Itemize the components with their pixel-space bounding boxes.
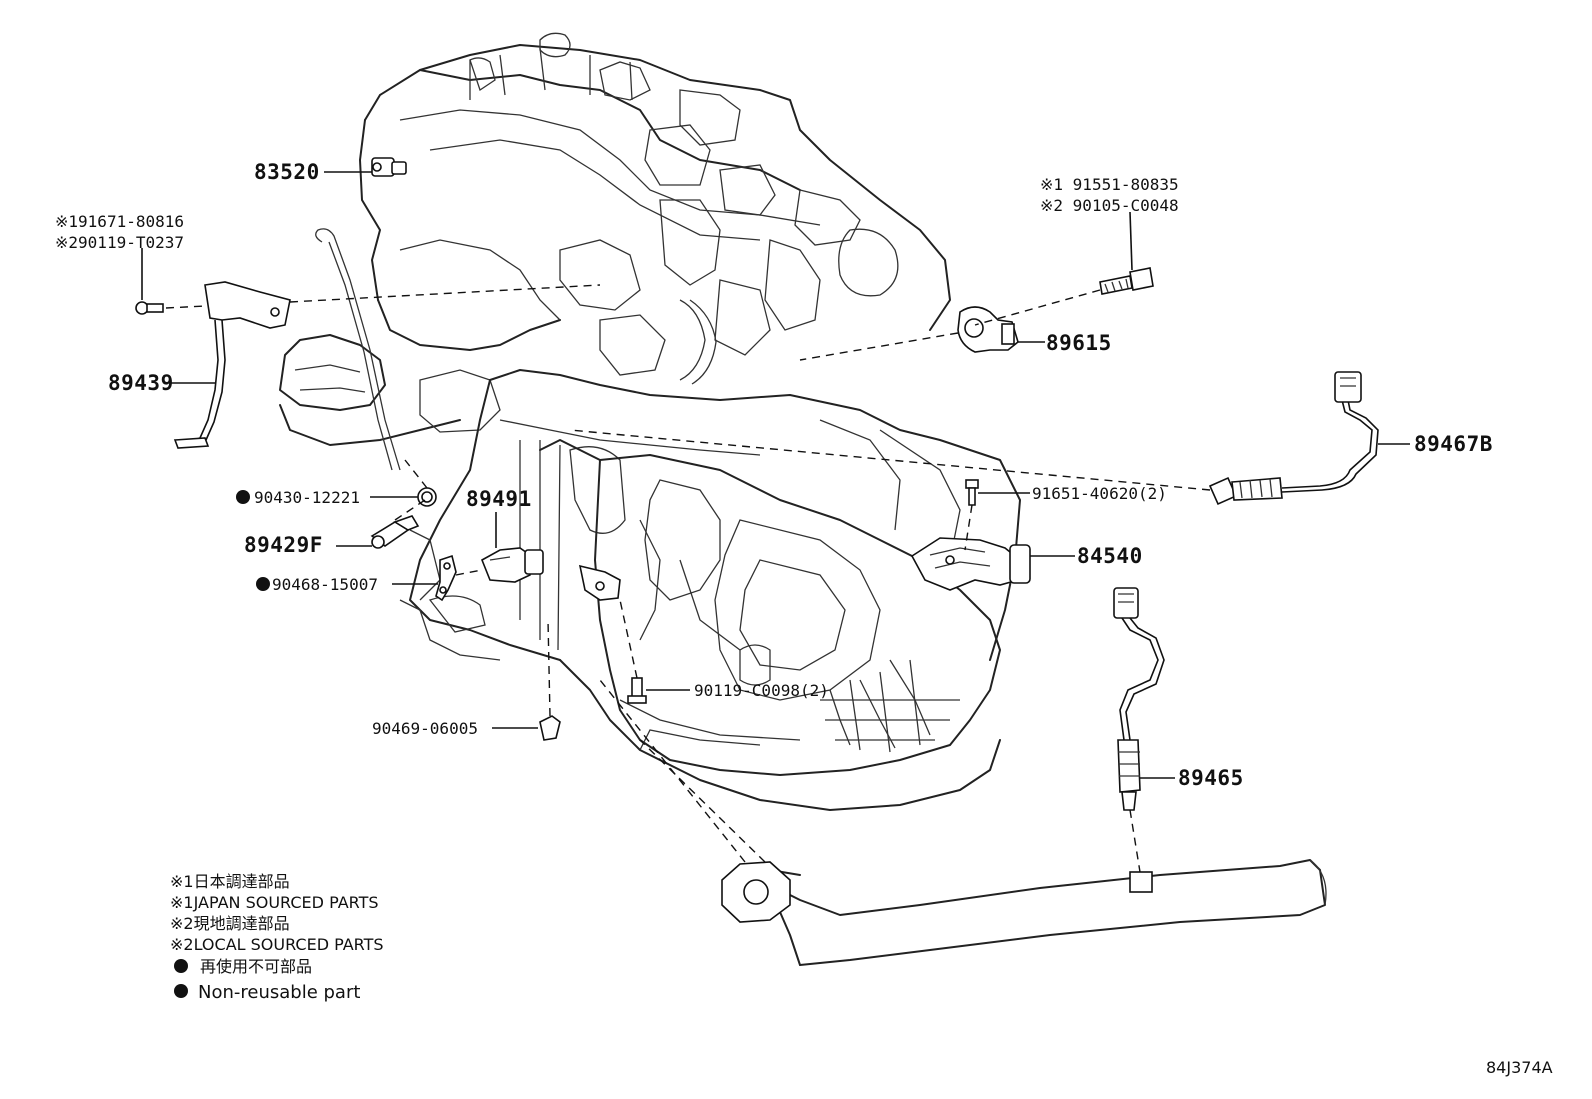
temperature-sensor-shape: [370, 515, 420, 549]
label-83520: 83520: [254, 160, 320, 184]
oxygen-sensor-upper-shape: [1208, 371, 1379, 506]
bracket-shape: [135, 281, 291, 449]
legend-line-3: ※2現地調達部品: [170, 914, 290, 933]
legend-line-2: ※1JAPAN SOURCED PARTS: [170, 893, 379, 912]
legend-line-1: ※1日本調達部品: [170, 872, 290, 891]
oxygen-sensor-lower-shape: [1113, 587, 1165, 811]
oil-pressure-switch-shape: [371, 157, 407, 177]
non-reusable-dot-90468: [256, 577, 270, 591]
label-89439-ref2: ※290119-T0237: [55, 233, 184, 252]
label-89429f: 89429F: [244, 533, 323, 557]
label-89465: 89465: [1178, 766, 1244, 790]
neutral-start-switch-shape: [910, 537, 1031, 591]
clip-shape: [539, 715, 561, 741]
label-89467b: 89467B: [1414, 432, 1493, 456]
clamp-shape: [435, 554, 457, 602]
leader-lines: [141, 171, 1410, 873]
legend-dot-2: [174, 984, 188, 998]
label-84540: 84540: [1077, 544, 1143, 568]
label-90119: 90119-C0098(2): [694, 681, 829, 700]
non-reusable-dot-90430: [236, 490, 250, 504]
label-89615-ref2: ※2 90105-C0048: [1040, 196, 1179, 215]
label-89491: 89491: [466, 487, 532, 511]
legend-dot-1: [174, 959, 188, 973]
part-labels: 83520 ※191671-80816 ※290119-T0237 89439 …: [55, 160, 1493, 790]
label-89439-ref1: ※191671-80816: [55, 212, 184, 231]
legend-line-4: ※2LOCAL SOURCED PARTS: [170, 935, 384, 954]
label-89439: 89439: [108, 371, 174, 395]
knock-sensor-shape: [957, 267, 1154, 353]
legend-line-5: 再使用不可部品: [200, 957, 312, 976]
label-90430: 90430-12221: [254, 488, 360, 507]
crank-position-sensor-shape: [480, 547, 544, 583]
label-89615-ref1: ※1 91551-80835: [1040, 175, 1179, 194]
diagram-code: 84J374A: [1486, 1058, 1553, 1077]
legend-line-6: Non-reusable part: [198, 982, 360, 1003]
legend: ※1日本調達部品 ※1JAPAN SOURCED PARTS ※2現地調達部品 …: [170, 872, 384, 1003]
label-91651: 91651-40620(2): [1032, 484, 1167, 503]
bolt-91651-shape: [965, 479, 979, 506]
label-90469: 90469-06005: [372, 719, 478, 738]
engine-illustration: [279, 32, 1327, 966]
part-shapes: [135, 157, 1379, 811]
label-89615: 89615: [1046, 331, 1112, 355]
label-90468: 90468-15007: [272, 575, 378, 594]
